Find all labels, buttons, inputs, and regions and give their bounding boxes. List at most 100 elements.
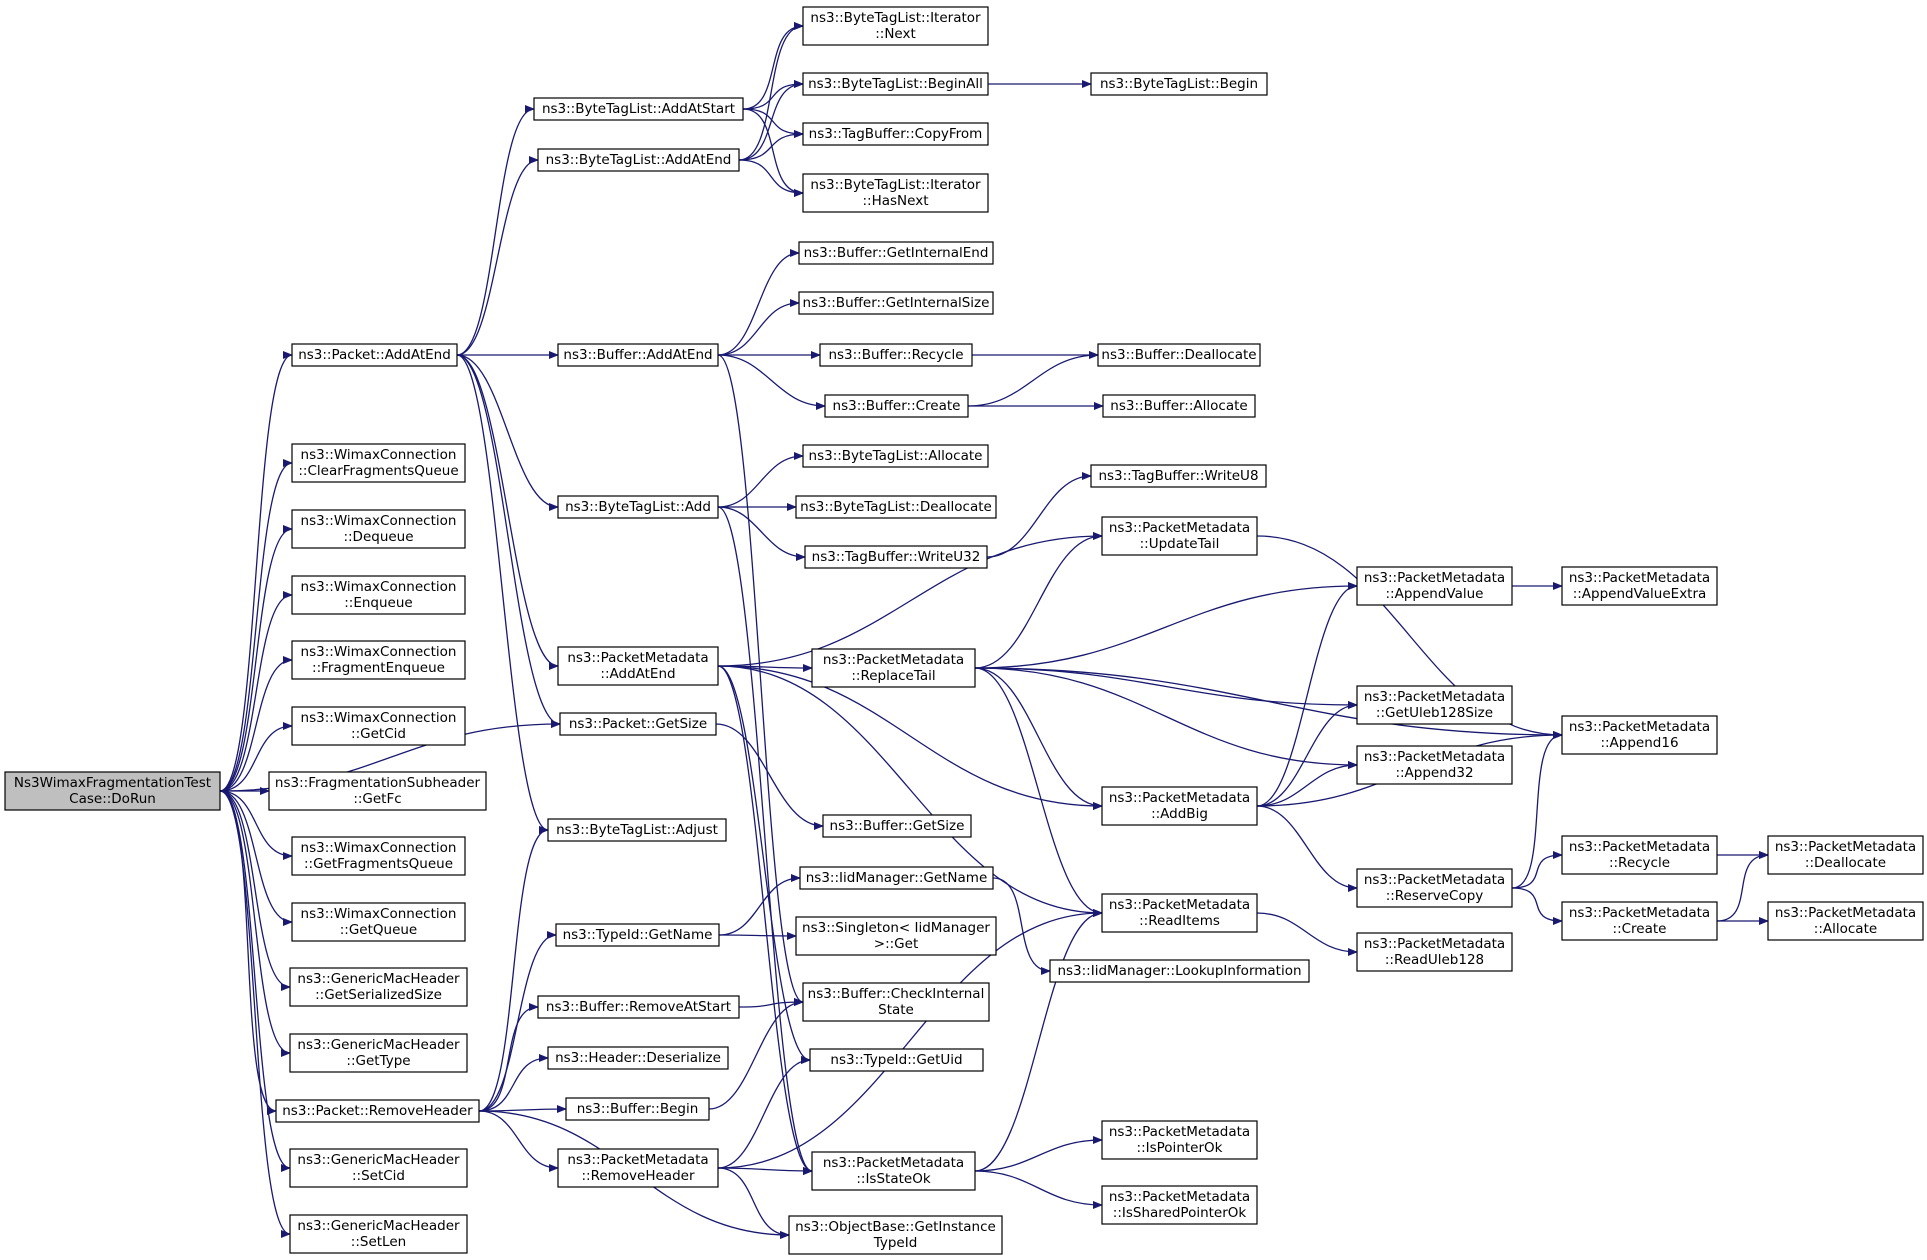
call-edge-line [974,667,1358,769]
call-edge-line [742,22,804,110]
function-node-pm-removeheader[interactable]: ns3::PacketMetadata::RemoveHeader [557,1148,719,1188]
function-node-gmh-setcid[interactable]: ns3::GenericMacHeader::SetCid [289,1148,468,1188]
function-node-buf-getinternalend[interactable]: ns3::Buffer::GetInternalEnd [798,241,994,265]
function-node-pm-reservecopy[interactable]: ns3::PacketMetadata::ReserveCopy [1356,868,1513,908]
call-edge-line [1256,535,1563,739]
node-label: ns3::PacketMetadata [1109,520,1250,536]
node-label: ::GetFragmentsQueue [304,856,453,872]
function-node-btl-allocate[interactable]: ns3::ByteTagList::Allocate [802,444,989,468]
function-node-btl-it-next[interactable]: ns3::ByteTagList::Iterator::Next [802,6,989,46]
function-node-wc-getfragq[interactable]: ns3::WimaxConnection::GetFragmentsQueue [291,836,466,876]
function-node-wc-enqueue[interactable]: ns3::WimaxConnection::Enqueue [291,575,466,615]
function-node-buf-allocate[interactable]: ns3::Buffer::Allocate [1102,394,1256,418]
function-node-gmh-getser[interactable]: ns3::GenericMacHeader::GetSerializedSize [289,967,468,1007]
function-node-pm-replacetail[interactable]: ns3::PacketMetadata::ReplaceTail [811,648,976,688]
call-edge-line [478,826,549,1112]
function-node-pm-appendvalue[interactable]: ns3::PacketMetadata::AppendValue [1356,566,1513,606]
function-node-btl-addatend[interactable]: ns3::ByteTagList::AddAtEnd [537,148,740,172]
function-node-tb-writeu32[interactable]: ns3::TagBuffer::WriteU32 [804,545,988,569]
node-label: ::SetCid [352,1168,405,1184]
function-node-tb-writeu8[interactable]: ns3::TagBuffer::WriteU8 [1090,464,1267,488]
function-node-buf-deallocate[interactable]: ns3::Buffer::Deallocate [1097,343,1261,367]
call-edge [974,909,1103,1172]
node-box [1101,1120,1258,1160]
function-node-btl-beginall[interactable]: ns3::ByteTagList::BeginAll [802,72,989,96]
node-box [555,923,720,947]
node-label: ns3::ByteTagList::Deallocate [800,499,992,515]
function-node-buf-create[interactable]: ns3::Buffer::Create [824,394,969,418]
node-label: ns3::Packet::AddAtEnd [298,347,451,363]
function-node-pm-create[interactable]: ns3::PacketMetadata::Create [1561,901,1718,941]
function-node-btl-adjust[interactable]: ns3::ByteTagList::Adjust [547,818,727,842]
function-node-btl-it-hasnext[interactable]: ns3::ByteTagList::Iterator::HasNext [802,173,989,213]
call-edge-line [219,790,277,1115]
function-node-wc-getqueue[interactable]: ns3::WimaxConnection::GetQueue [291,902,466,942]
function-node-gmh-gettype[interactable]: ns3::GenericMacHeader::GetType [289,1033,468,1073]
function-node-pm-updatetail[interactable]: ns3::PacketMetadata::UpdateTail [1101,516,1258,556]
function-node-btl-begin[interactable]: ns3::ByteTagList::Begin [1090,72,1268,96]
function-node-frag-getfc[interactable]: ns3::FragmentationSubheader::GetFc [268,771,487,811]
function-node-pkt-addatend[interactable]: ns3::Packet::AddAtEnd [291,343,458,367]
call-edge [742,80,804,110]
function-node-wc-dequeue[interactable]: ns3::WimaxConnection::Dequeue [291,509,466,549]
function-node-pkt-getsize[interactable]: ns3::Packet::GetSize [559,712,717,736]
function-node-pm-appendvalueextra[interactable]: ns3::PacketMetadata::AppendValueExtra [1561,566,1718,606]
function-node-singleton-get[interactable]: ns3::Singleton< IidManager>::Get [795,916,997,956]
function-node-wc-getcid[interactable]: ns3::WimaxConnection::GetCid [291,706,466,746]
node-label: ns3::PacketMetadata [1569,905,1710,921]
function-node-pm-isstateok[interactable]: ns3::PacketMetadata::IsStateOk [811,1151,976,1191]
node-label: ns3::ByteTagList::AddAtEnd [546,152,732,168]
call-edge [738,80,804,161]
function-node-pkt-removeheader[interactable]: ns3::Packet::RemoveHeader [275,1099,480,1123]
call-edge-line [456,105,535,356]
function-node-iid-lookup[interactable]: ns3::IidManager::LookupInformation [1049,959,1310,983]
call-edge [717,299,800,356]
function-node-pm-addatend[interactable]: ns3::PacketMetadata::AddAtEnd [557,646,719,686]
function-node-pm-getuleb128size[interactable]: ns3::PacketMetadata::GetUleb128Size [1356,685,1513,725]
function-node-btl-deallocate[interactable]: ns3::ByteTagList::Deallocate [795,495,997,519]
function-node-buf-begin[interactable]: ns3::Buffer::Begin [565,1097,710,1121]
node-label: ::Deallocate [1805,855,1886,871]
function-node-pm-issharedpointerok[interactable]: ns3::PacketMetadata::IsSharedPointerOk [1101,1185,1258,1225]
function-node-pm-ispointerok[interactable]: ns3::PacketMetadata::IsPointerOk [1101,1120,1258,1160]
call-edge [456,156,539,356]
function-node-buf-addatend[interactable]: ns3::Buffer::AddAtEnd [557,343,719,367]
function-node-typeid-getname[interactable]: ns3::TypeId::GetName [555,923,720,947]
function-node-hdr-deserialize[interactable]: ns3::Header::Deserialize [547,1046,729,1070]
function-node-pm-recycle[interactable]: ns3::PacketMetadata::Recycle [1561,835,1718,875]
function-node-iid-getname[interactable]: ns3::IidManager::GetName [799,866,994,890]
node-box [1356,745,1513,785]
call-edge-line [974,1136,1103,1172]
node-label: ::SetLen [351,1234,406,1250]
call-edge [974,667,1563,739]
function-node-buf-recycle[interactable]: ns3::Buffer::Recycle [819,343,973,367]
function-node-gmh-setlen[interactable]: ns3::GenericMacHeader::SetLen [289,1214,468,1254]
function-node-btl-addatstart[interactable]: ns3::ByteTagList::AddAtStart [533,97,744,121]
function-node-tb-copyfrom[interactable]: ns3::TagBuffer::CopyFrom [802,122,989,146]
function-node-pm-append32[interactable]: ns3::PacketMetadata::Append32 [1356,745,1513,785]
function-node-typeid-getuid[interactable]: ns3::TypeId::GetUid [809,1048,984,1072]
function-node-btl-add[interactable]: ns3::ByteTagList::Add [557,495,719,519]
node-label: ns3::ByteTagList::BeginAll [808,76,983,92]
node-label: ns3::Packet::RemoveHeader [282,1103,473,1119]
function-node-buf-getinternalsize[interactable]: ns3::Buffer::GetInternalSize [798,291,994,315]
function-node-wc-fragenqueue[interactable]: ns3::WimaxConnection::FragmentEnqueue [291,640,466,680]
node-box [4,771,221,811]
function-node-buf-removeatstart[interactable]: ns3::Buffer::RemoveAtStart [537,995,740,1019]
node-label: ns3::Buffer::Recycle [828,347,963,363]
call-edge-line [717,665,1103,917]
function-node-wc-clearfrag[interactable]: ns3::WimaxConnection::ClearFragmentsQueu… [291,443,466,483]
function-node-pm-readitems[interactable]: ns3::PacketMetadata::ReadItems [1101,893,1258,933]
function-node-buf-getsize[interactable]: ns3::Buffer::GetSize [822,814,972,838]
function-node-pm-addbig[interactable]: ns3::PacketMetadata::AddBig [1101,786,1258,826]
function-node-pm-allocate[interactable]: ns3::PacketMetadata::Allocate [1767,901,1924,941]
node-label: >::Get [874,936,918,952]
node-label: ns3::Buffer::GetSize [830,818,965,834]
function-node-pm-append16[interactable]: ns3::PacketMetadata::Append16 [1561,715,1718,755]
function-node-pm-deallocate[interactable]: ns3::PacketMetadata::Deallocate [1767,835,1924,875]
function-node-pm-readuleb128[interactable]: ns3::PacketMetadata::ReadUleb128 [1356,932,1513,972]
